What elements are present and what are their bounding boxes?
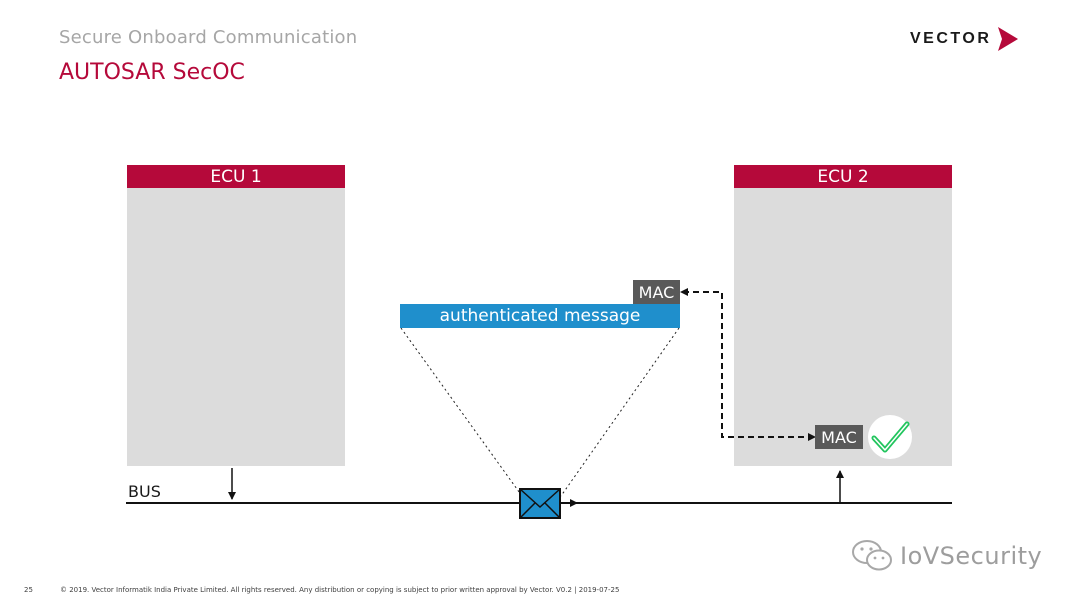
wechat-icon	[852, 540, 892, 571]
ecu1-header: ECU 1	[127, 165, 345, 188]
check-circle-icon	[868, 415, 912, 459]
mac-computed-badge: MAC	[815, 425, 863, 449]
vector-logo: VECTOR	[910, 26, 1019, 52]
chevron-right-icon	[998, 27, 1019, 51]
zoom-line-left	[400, 327, 523, 497]
watermark-text: IoVSecurity	[900, 542, 1043, 570]
watermark: IoVSecurity	[850, 538, 1042, 574]
slide-subtitle: Secure Onboard Communication	[59, 27, 358, 48]
envelope-icon	[519, 488, 561, 519]
footer-copyright: © 2019. Vector Informatik India Private …	[60, 586, 620, 594]
logo-text: VECTOR	[910, 30, 992, 47]
mac-sent-badge: MAC	[633, 280, 680, 304]
mac-arrow-right-head	[808, 433, 816, 441]
slide-title: AUTOSAR SecOC	[59, 60, 245, 85]
ecu2-box: ECU 2	[734, 165, 952, 466]
ecu2-header: ECU 2	[734, 165, 952, 188]
mac-dashed-path	[683, 291, 812, 438]
authenticated-message: authenticated message	[400, 304, 680, 328]
mac-arrow-left-head	[680, 288, 688, 296]
bus-label: BUS	[128, 482, 161, 501]
ecu1-box: ECU 1	[127, 165, 345, 466]
page-number: 25	[24, 586, 33, 594]
zoom-line-right	[560, 327, 680, 497]
